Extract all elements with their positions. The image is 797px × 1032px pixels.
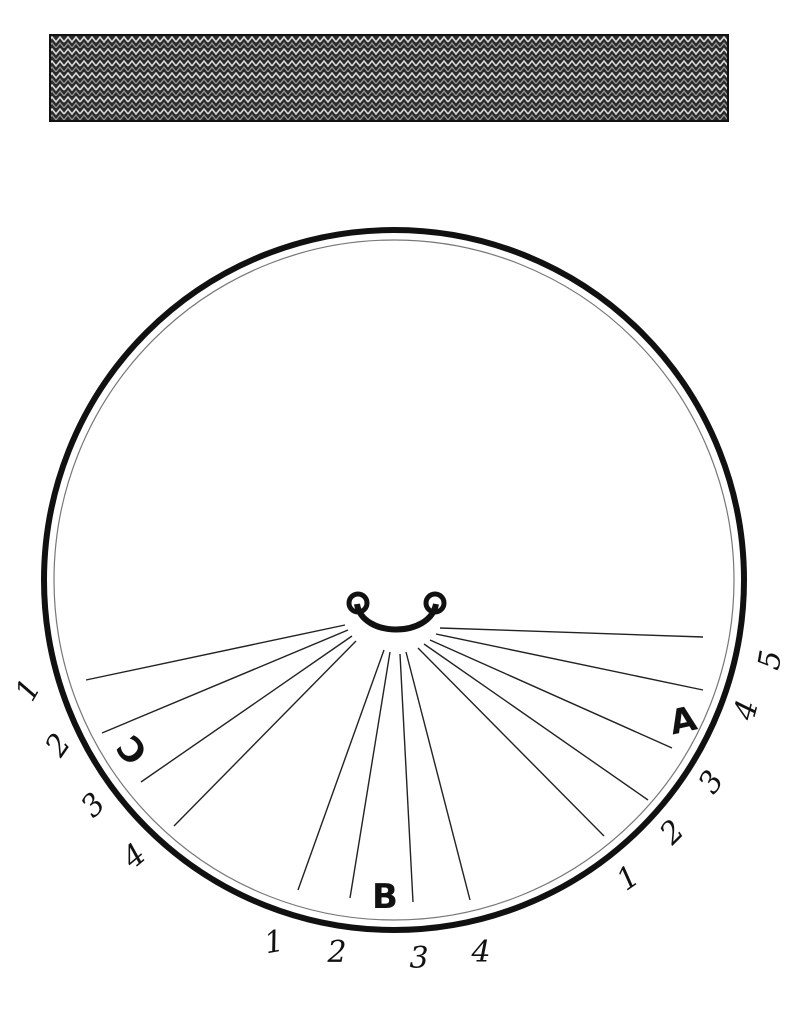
numeral-left-2: 2 (38, 727, 78, 764)
line-b2 (349, 651, 391, 899)
numerals-right-lower: 1 2 3 (610, 764, 731, 898)
texture-band (49, 34, 729, 122)
numeral-bottom-1: 1 (262, 924, 287, 962)
line-c4 (173, 640, 357, 827)
numeral-left-1: 1 (9, 673, 49, 707)
numeral-left-3: 3 (74, 786, 112, 824)
line-b3 (399, 653, 414, 903)
line-c1 (85, 624, 346, 681)
numeral-right-5: 5 (752, 648, 790, 673)
radiating-lines (85, 624, 704, 903)
numeral-left-4: 4 (115, 837, 153, 877)
line-a2 (423, 643, 649, 801)
numeral-right-2: 2 (653, 813, 692, 852)
line-c3 (140, 635, 353, 783)
numerals-left: 1 2 3 4 (9, 673, 153, 876)
hook-clip (346, 591, 447, 633)
dial-inner-ring (53, 239, 735, 921)
numeral-right-3: 3 (692, 764, 732, 800)
letter-c: C (109, 727, 156, 772)
numeral-bottom-4: 4 (470, 935, 490, 970)
dial-outer-ring (41, 227, 747, 933)
line-a5 (439, 627, 704, 638)
line-b1 (297, 649, 385, 891)
line-a1 (417, 647, 605, 837)
letter-b: B (372, 877, 398, 917)
numeral-right-1: 1 (610, 859, 646, 899)
line-b4 (405, 651, 471, 901)
line-a3 (429, 639, 673, 749)
dial: C B A 1 2 3 4 1 2 3 4 1 2 3 4 5 (9, 227, 790, 976)
line-c2 (101, 629, 349, 734)
letter-a: A (666, 699, 701, 744)
numeral-right-4: 4 (727, 696, 766, 724)
line-a4 (435, 633, 704, 691)
numeral-bottom-3: 3 (409, 941, 428, 976)
numeral-bottom-2: 2 (326, 935, 346, 970)
